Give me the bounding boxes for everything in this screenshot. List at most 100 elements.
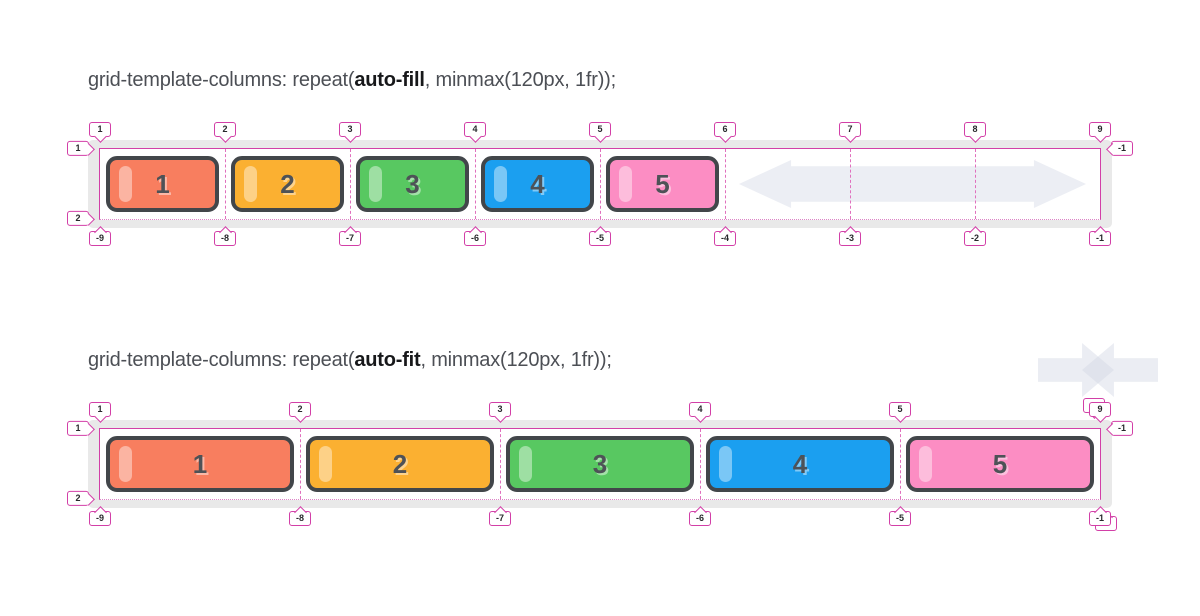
line-number-label: 1	[75, 142, 81, 153]
line-number-badge: 5	[889, 402, 911, 417]
line-number-label: 5	[897, 404, 903, 414]
line-number-label: 2	[297, 404, 303, 414]
line-number-label: 2	[75, 492, 81, 503]
line-number-badge: 4	[464, 122, 486, 137]
collapse-arrows-icon	[1038, 343, 1158, 397]
line-number-badge: -1	[1111, 140, 1133, 156]
title-prefix: grid-template-columns: repeat(	[88, 69, 355, 91]
line-number-badge: 9	[1089, 122, 1111, 137]
line-number-label: 2	[222, 124, 228, 134]
line-number-label: 8	[972, 124, 978, 134]
grid-item-4: 4	[706, 436, 894, 492]
line-number-label: -7	[495, 513, 504, 523]
grid-track-line	[300, 429, 301, 499]
line-number-badge: -1	[1089, 511, 1111, 526]
arrow-left-icon	[1082, 343, 1158, 397]
line-number-badge: -5	[889, 511, 911, 526]
item-shine	[619, 166, 632, 202]
line-number-badge: -5	[589, 231, 611, 246]
line-number-label: 9	[1097, 404, 1103, 414]
grid-track-line	[725, 149, 726, 219]
grid-track-line	[700, 429, 701, 499]
line-number-label: -9	[95, 513, 104, 523]
grid-track-line	[900, 429, 901, 499]
item-shine	[494, 166, 507, 202]
line-number-badge: 6	[714, 122, 736, 137]
line-number-label: -6	[695, 513, 704, 523]
title-prefix: grid-template-columns: repeat(	[88, 349, 355, 371]
line-number-badge: 8	[964, 122, 986, 137]
line-number-label: -1	[1095, 513, 1104, 523]
line-number-label: -9	[95, 233, 104, 243]
line-number-badge: 2	[289, 402, 311, 417]
item-number: 5	[992, 449, 1008, 479]
line-number-badge: -2	[964, 231, 986, 246]
line-number-badge: -6	[689, 511, 711, 526]
line-number-badge: 3	[339, 122, 361, 137]
line-number-badge: -1	[1111, 420, 1133, 436]
line-number-badge: 1	[89, 122, 111, 137]
item-number: 4	[530, 169, 545, 199]
line-number-label: 1	[97, 404, 103, 414]
item-shine	[244, 166, 257, 202]
line-number-label: 9	[1097, 124, 1103, 134]
line-number-badge: 2	[67, 210, 89, 226]
item-number: 3	[592, 449, 608, 479]
line-number-badge: -9	[89, 231, 111, 246]
line-number-badge: -3	[839, 231, 861, 246]
item-shine	[519, 446, 532, 482]
item-number: 5	[655, 169, 670, 199]
line-number-badge: 9	[1089, 402, 1111, 417]
item-shine	[119, 446, 132, 482]
line-number-badge: 7	[839, 122, 861, 137]
grid-item-4: 4	[481, 156, 594, 212]
grid-item-3: 3	[356, 156, 469, 212]
line-number-badge: 2	[67, 490, 89, 506]
item-number: 1	[192, 449, 208, 479]
line-number-label: -1	[1117, 422, 1126, 433]
grid-track-line	[500, 429, 501, 499]
grid-item-5: 5	[606, 156, 719, 212]
grid-item-1: 1	[106, 156, 219, 212]
line-number-badge: 5	[589, 122, 611, 137]
line-number-badge: 4	[689, 402, 711, 417]
item-number: 1	[155, 169, 170, 199]
line-number-label: -1	[1117, 142, 1126, 153]
grid-track-line	[850, 149, 851, 219]
line-number-label: -4	[720, 233, 729, 243]
line-number-badge: 1	[67, 420, 89, 436]
line-number-label: -8	[220, 233, 229, 243]
item-number: 3	[405, 169, 420, 199]
title-keyword: auto-fit	[354, 349, 421, 371]
line-number-badge: 2	[214, 122, 236, 137]
item-shine	[719, 446, 732, 482]
line-number-badge: -6	[464, 231, 486, 246]
grid-item-2: 2	[306, 436, 494, 492]
auto-fit-title: grid-template-columns: repeat(auto-fit, …	[88, 349, 612, 372]
grid-item-5: 5	[906, 436, 1094, 492]
item-number: 4	[792, 449, 808, 479]
line-number-label: -5	[895, 513, 904, 523]
grid-item-3: 3	[506, 436, 694, 492]
title-suffix: , minmax(120px, 1fr));	[424, 69, 616, 91]
line-number-badge: -7	[339, 231, 361, 246]
line-number-label: -2	[970, 233, 979, 243]
line-number-badge: -8	[214, 231, 236, 246]
line-number-label: 3	[347, 124, 353, 134]
line-number-label: -1	[1095, 233, 1104, 243]
auto-fit-grid-overlay: 123451234599-9-8-7-6-5-1-112-1	[67, 398, 1133, 531]
line-number-badge: -7	[489, 511, 511, 526]
item-shine	[369, 166, 382, 202]
line-number-badge: -8	[289, 511, 311, 526]
line-number-badge: 1	[67, 140, 89, 156]
item-shine	[919, 446, 932, 482]
grid-track-line	[225, 149, 226, 219]
line-number-label: 2	[75, 212, 81, 223]
grid-track-line	[475, 149, 476, 219]
line-number-label: 7	[847, 124, 853, 134]
grid-track-line	[975, 149, 976, 219]
line-number-label: 4	[472, 124, 478, 134]
title-suffix: , minmax(120px, 1fr));	[420, 349, 612, 371]
item-number: 2	[392, 449, 408, 479]
